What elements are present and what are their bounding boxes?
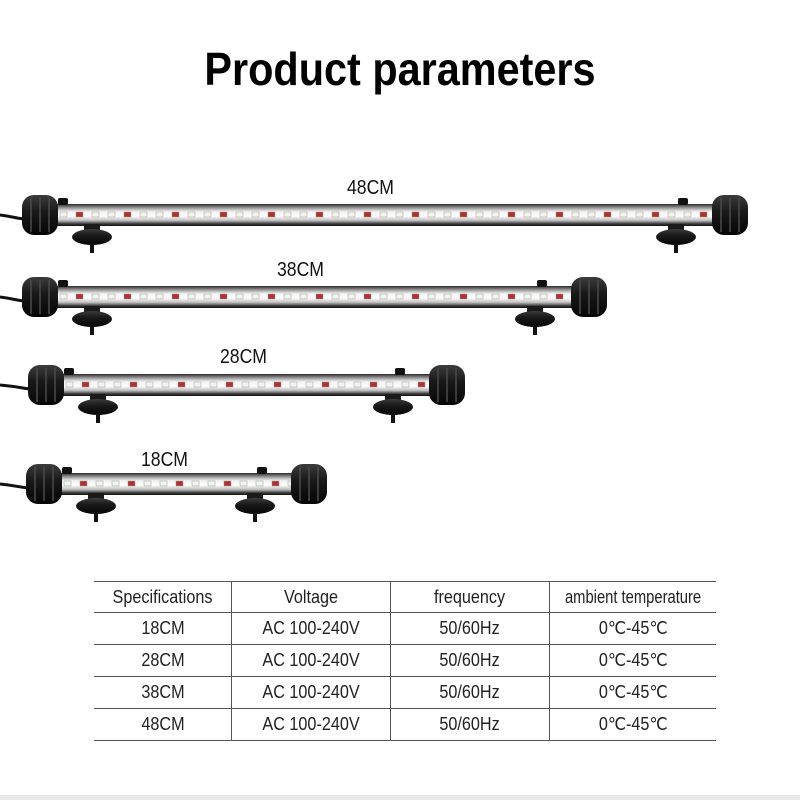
table-row: 48CM AC 100-240V 50/60Hz 0℃-45℃ [94,708,716,741]
led-strip [63,480,296,487]
end-cap-right [291,464,327,504]
clip-tab [395,368,405,375]
suction-cup [72,224,112,253]
led-strip [59,211,708,218]
cell-frequency: 50/60Hz [389,644,550,677]
suction-cup [76,493,116,522]
cell-spec: 48CM [94,708,232,741]
table-row: 38CM AC 100-240V 50/60Hz 0℃-45℃ [94,676,716,709]
table-header-row: Specifications Voltage frequency ambient… [94,581,716,613]
table-row: 18CM AC 100-240V 50/60Hz 0℃-45℃ [94,612,716,645]
clip-tab [257,467,267,474]
cell-frequency: 50/60Hz [389,708,550,741]
table-row: 28CM AC 100-240V 50/60Hz 0℃-45℃ [94,644,716,677]
suction-cup [78,394,118,423]
cell-frequency: 50/60Hz [389,676,550,709]
cell-temperature: 0℃-45℃ [548,708,716,741]
suction-cup [515,306,555,335]
lamp-label-48cm: 48CM [347,177,394,199]
cell-temperature: 0℃-45℃ [548,676,716,709]
clip-tab [62,467,72,474]
lamp-48cm [0,195,748,253]
lamp-illustrations [0,195,748,522]
end-cap-left [28,365,64,405]
clip-tab [58,280,68,287]
clip-tab [537,280,547,287]
suction-cup [373,394,413,423]
end-cap-right [571,277,607,317]
cell-spec: 18CM [94,612,232,645]
header-voltage: Voltage [231,581,391,613]
header-frequency: frequency [389,581,550,613]
clip-tab [58,198,68,205]
cell-temperature: 0℃-45℃ [548,644,716,677]
lamp-label-28cm: 28CM [220,346,267,368]
power-cable [0,383,33,391]
header-specifications: Specifications [94,581,232,613]
header-ambient-temperature: ambient temperature [548,581,716,613]
end-cap-left [22,195,58,235]
lamp-label-38cm: 38CM [277,259,324,281]
lamp-38cm [0,277,607,335]
cell-voltage: AC 100-240V [231,644,391,677]
lamp-18cm [0,464,327,522]
clip-tab [678,198,688,205]
suction-cup [72,306,112,335]
suction-cup [235,493,275,522]
end-cap-right [712,195,748,235]
suction-cup [656,224,696,253]
led-strip [59,293,564,300]
cell-frequency: 50/60Hz [389,612,550,645]
lamp-tube [52,286,577,308]
lamp-28cm [0,365,465,423]
page-title: Product parameters [204,43,596,95]
cell-voltage: AC 100-240V [231,676,391,709]
end-cap-left [26,464,62,504]
end-cap-left [22,277,58,317]
end-cap-right [429,365,465,405]
lamp-label-18cm: 18CM [141,449,188,471]
power-cable [0,482,31,490]
cell-spec: 38CM [94,676,232,709]
cell-spec: 28CM [94,644,232,677]
cell-temperature: 0℃-45℃ [548,612,716,645]
clip-tab [64,368,74,375]
cell-voltage: AC 100-240V [231,612,391,645]
specifications-table: Specifications Voltage frequency ambient… [94,581,716,741]
footer-divider [0,795,800,800]
led-strip [65,381,426,388]
cell-voltage: AC 100-240V [231,708,391,741]
